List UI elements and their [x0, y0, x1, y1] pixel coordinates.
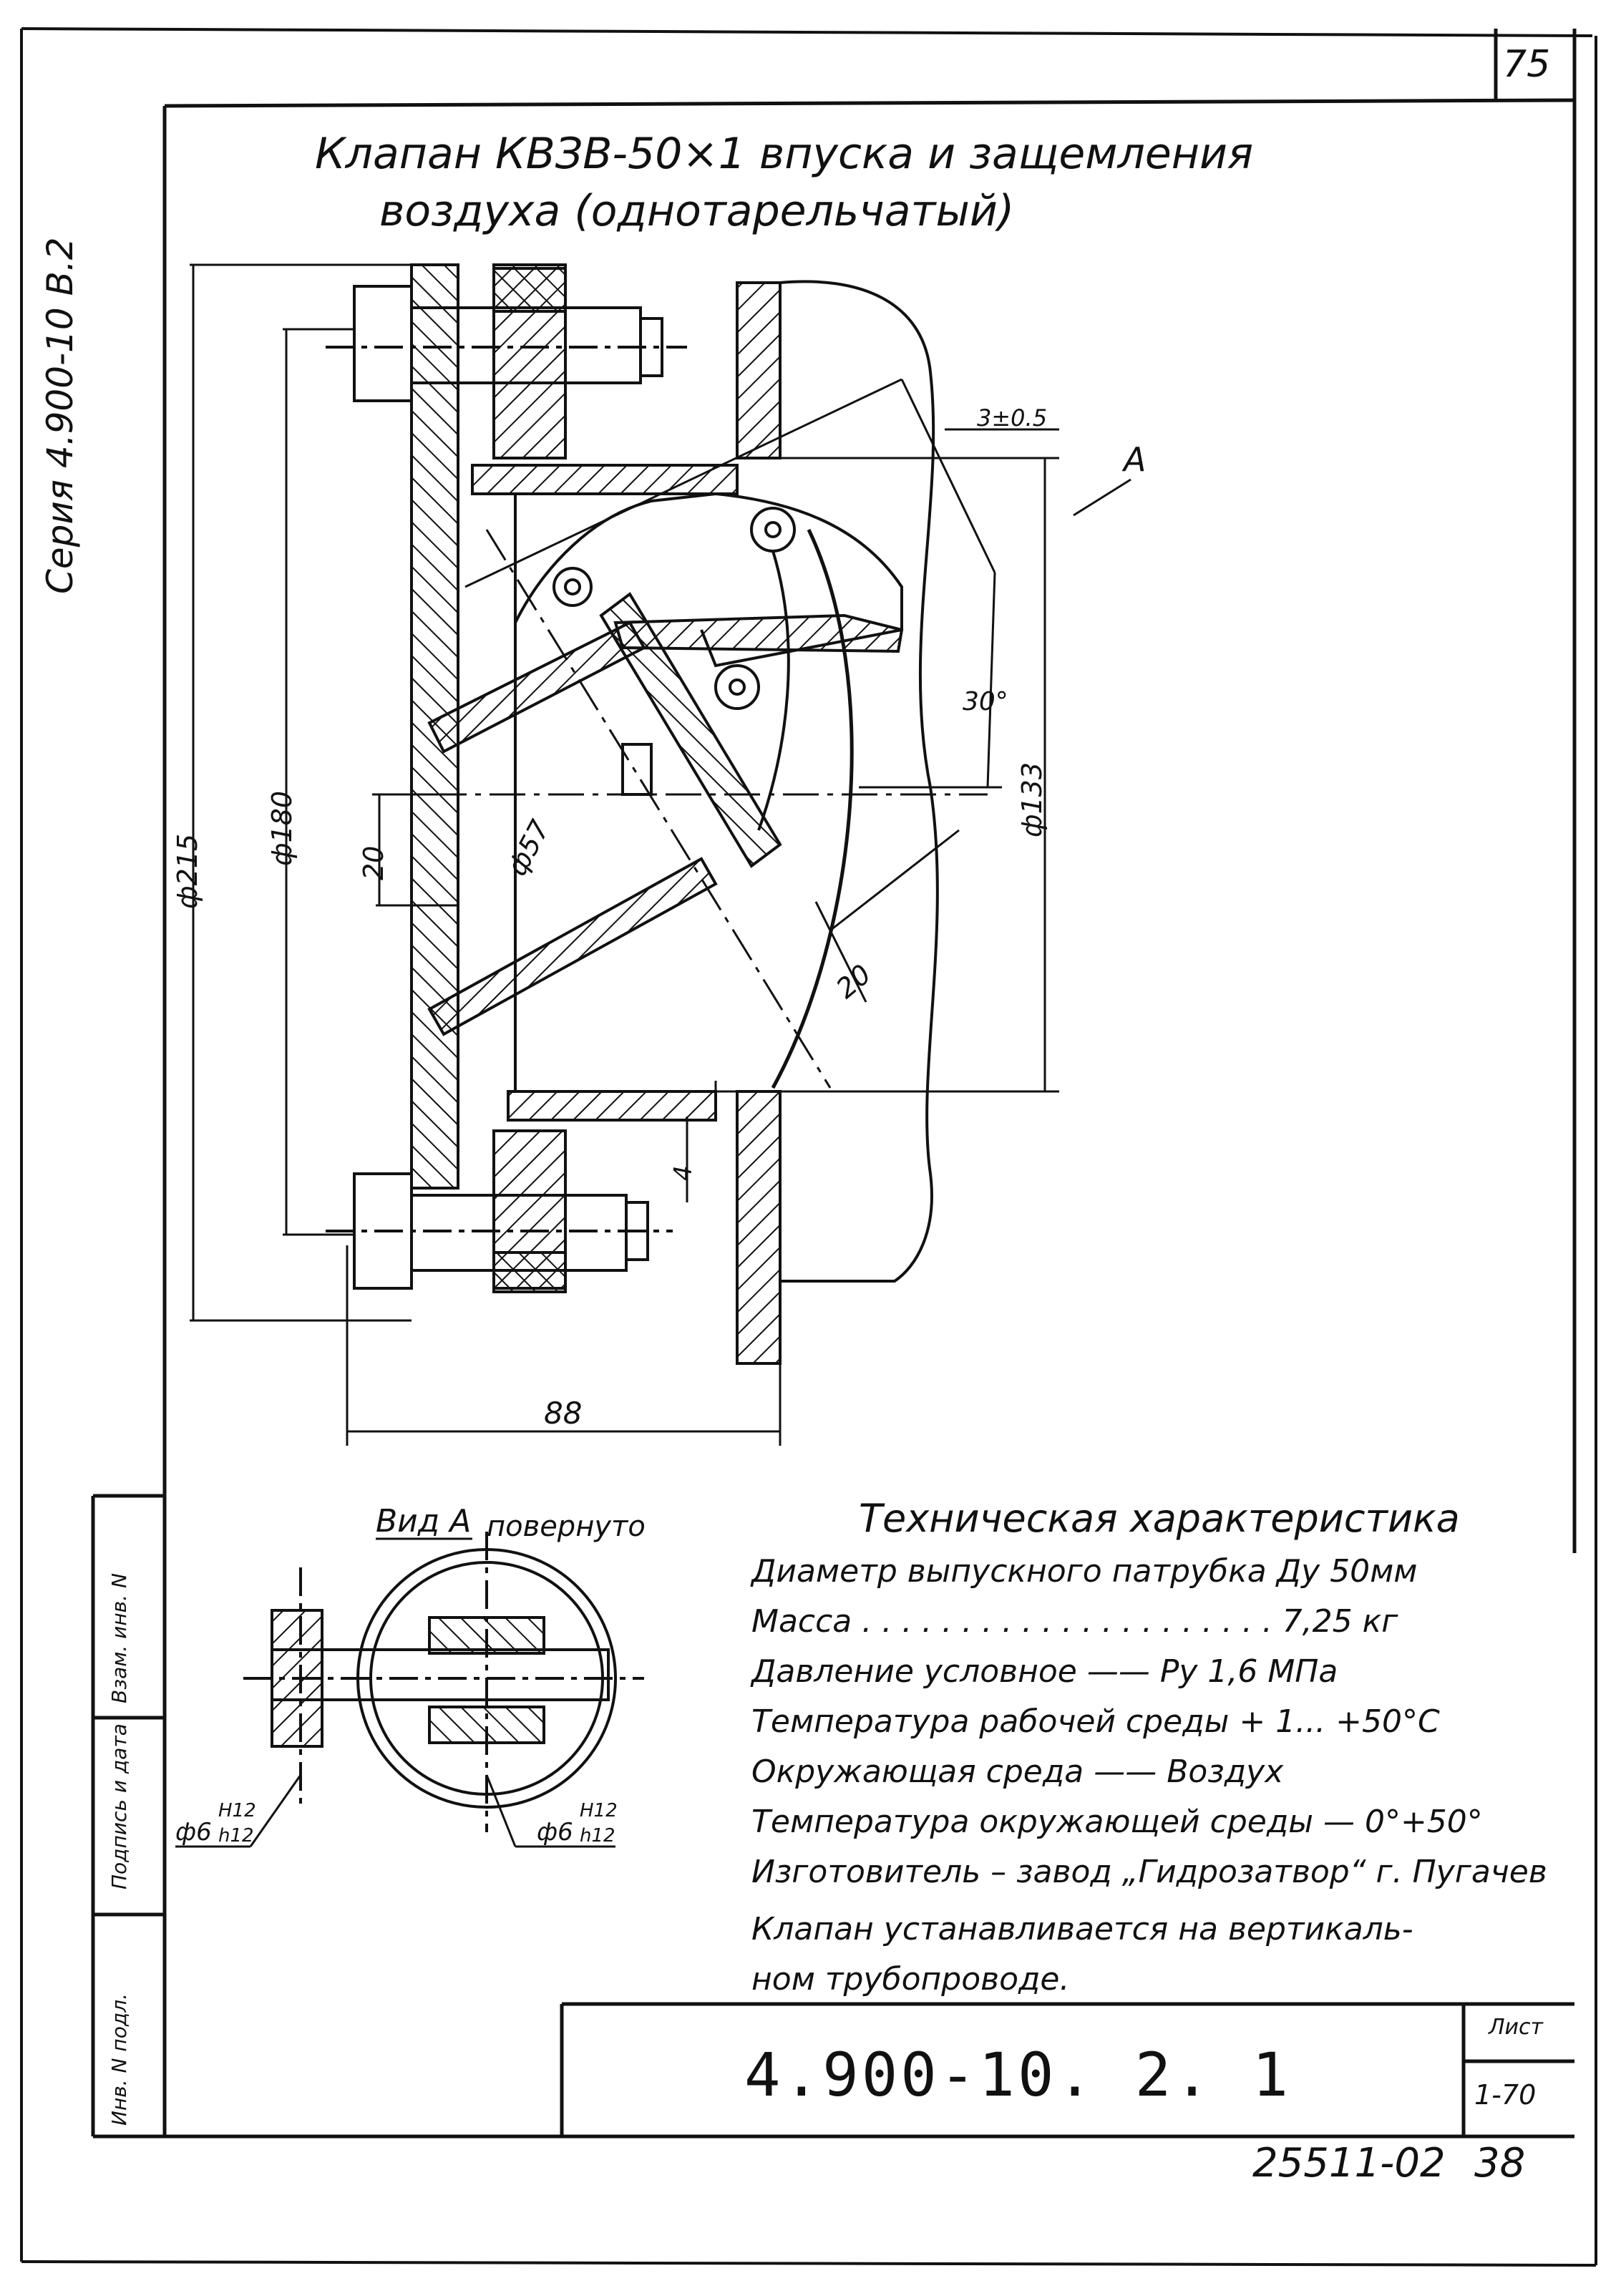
- pipe-break-line: [779, 280, 939, 1283]
- inclined-nozzle-lower: [427, 857, 718, 1036]
- dim-left-20: 20: [358, 845, 389, 880]
- document-code: 4.900-10. 2. 1: [744, 2040, 1292, 2110]
- title-line-1: Клапан КВЗВ-50×1 впуска и защемления: [315, 129, 1254, 179]
- dim-diameter-180: ф180: [266, 790, 298, 866]
- tech-line: Температура окружающей среды — 0°+50°: [751, 1804, 1483, 1840]
- tech-line: ном трубопроводе.: [751, 1961, 1070, 1998]
- title-line-2: воздуха (однотарельчатый): [379, 186, 1015, 236]
- dimension-lines: [190, 263, 1131, 1446]
- view-a-title: Вид А: [376, 1503, 472, 1539]
- title-block: [560, 2002, 1574, 2136]
- dim-gap-3: 3±0.5: [977, 404, 1048, 432]
- stamp-signature-date: Подпись и дата: [107, 1723, 131, 1889]
- tech-heading: Техническая характеристика: [859, 1496, 1460, 1541]
- sheet-label: Лист: [1489, 2015, 1544, 2040]
- top-bolt: [326, 267, 687, 402]
- archive-sheet: 38: [1474, 2140, 1526, 2186]
- archive-code: 25511-02: [1252, 2140, 1446, 2186]
- body-flange-top: [492, 263, 567, 459]
- tech-line: Давление условное —— Ру 1,6 МПа: [751, 1653, 1338, 1690]
- fit-right-hole: H12: [580, 1800, 618, 1821]
- centre-lines: [372, 529, 988, 1089]
- stamp-replacement-number: Взам. инв. N: [107, 1573, 131, 1703]
- stamp-inventory-number: Инв. N подл.: [107, 1993, 131, 2126]
- pipe-wall-top: [736, 281, 782, 459]
- series-label: Серия 4.900-10 В.2: [39, 237, 81, 594]
- body-bottom-wall: [507, 1090, 717, 1122]
- body-top-wall: [471, 464, 739, 495]
- fit-right-diameter: ф6: [537, 1818, 573, 1847]
- tech-line: Масса . . . . . . . . . . . . . . . . . …: [751, 1603, 1398, 1640]
- view-arrow-a: А: [1124, 440, 1147, 479]
- tech-line: Окружающая среда —— Воздух: [751, 1753, 1284, 1790]
- fit-right-shaft: h12: [580, 1825, 615, 1847]
- dim-diameter-133: ф133: [1016, 762, 1048, 837]
- fit-left-shaft: h12: [218, 1825, 254, 1847]
- drawing-frame: [91, 29, 1577, 2139]
- valve-disc-assembly: [514, 492, 904, 868]
- view-a-fit-leaders: [175, 1774, 615, 1848]
- disc-swing-arc: [771, 528, 854, 1089]
- fit-left-hole: H12: [218, 1800, 256, 1821]
- tech-line: Диаметр выпускного патрубка Ду 50мм: [751, 1553, 1418, 1590]
- dim-angle-30: 30°: [963, 687, 1008, 716]
- view-a-drawing: [243, 1532, 644, 1832]
- pipe-wall-bottom: [736, 1090, 782, 1365]
- tech-line: Клапан устанавливается на вертикаль-: [751, 1911, 1413, 1947]
- fit-left-diameter: ф6: [175, 1818, 212, 1847]
- dim-width-88: 88: [544, 1396, 583, 1431]
- sheet-value: 1-70: [1474, 2079, 1537, 2111]
- outer-trim-frame: [20, 27, 1597, 2267]
- tech-line: Изготовитель – завод „Гидрозатвор“ г. Пу…: [751, 1854, 1547, 1890]
- bottom-bolt: [326, 1172, 673, 1293]
- tech-line: Температура рабочей среды + 1... +50°С: [751, 1703, 1440, 1740]
- dim-gap-4: 4: [669, 1165, 698, 1181]
- view-a-subtitle: повернуто: [487, 1510, 646, 1543]
- dim-diameter-215: ф215: [172, 833, 203, 909]
- page-number: 75: [1503, 43, 1551, 86]
